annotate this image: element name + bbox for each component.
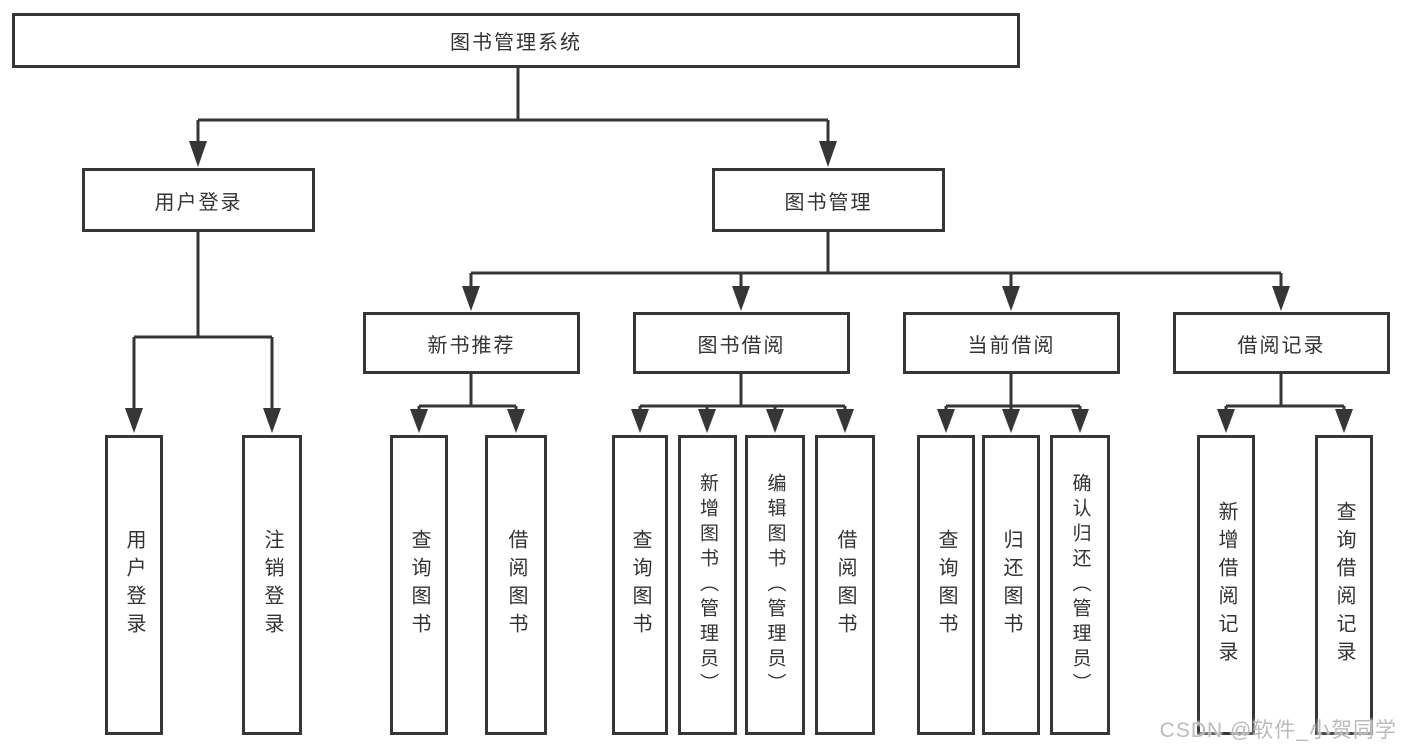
leaf-logout: 注销登录 — [242, 435, 302, 735]
leaf-query-books-3: 查询图书 — [917, 435, 975, 735]
leaf-borrow-books-1: 借阅图书 — [485, 435, 547, 735]
leaf-confirm-return-admin: 确认归还（管理员） — [1050, 435, 1110, 735]
connector-book-mgmt — [469, 232, 1283, 290]
node-new-book-recommend: 新书推荐 — [363, 312, 580, 374]
leaf-query-books-2: 查询图书 — [612, 435, 668, 735]
leaf-return-books: 归还图书 — [982, 435, 1040, 735]
connector-current-borrow — [944, 374, 1082, 413]
leaf-add-borrow-record: 新增借阅记录 — [1197, 435, 1255, 735]
node-borrow-record: 借阅记录 — [1173, 312, 1390, 374]
leaf-edit-books-admin: 编辑图书（管理员） — [745, 435, 805, 735]
leaf-borrow-books-2: 借阅图书 — [815, 435, 875, 735]
watermark-text: CSDN @软件_小贺同学 — [1159, 719, 1397, 742]
connector-root — [196, 68, 830, 144]
node-book-borrow: 图书借阅 — [633, 312, 850, 374]
node-root: 图书管理系统 — [12, 13, 1020, 68]
leaf-query-borrow-record: 查询借阅记录 — [1315, 435, 1373, 735]
node-current-borrow: 当前借阅 — [903, 312, 1120, 374]
node-book-management: 图书管理 — [712, 168, 945, 232]
node-user-login: 用户登录 — [82, 168, 315, 232]
connector-user-login — [132, 232, 274, 412]
leaf-user-login: 用户登录 — [105, 435, 163, 735]
connector-borrow-record — [1224, 374, 1346, 413]
leaf-add-books-admin: 新增图书（管理员） — [678, 435, 737, 735]
connector-book-borrow — [638, 374, 847, 413]
leaf-query-books-1: 查询图书 — [390, 435, 448, 735]
arrowheads — [125, 141, 1353, 433]
connector-new-book — [417, 374, 518, 413]
